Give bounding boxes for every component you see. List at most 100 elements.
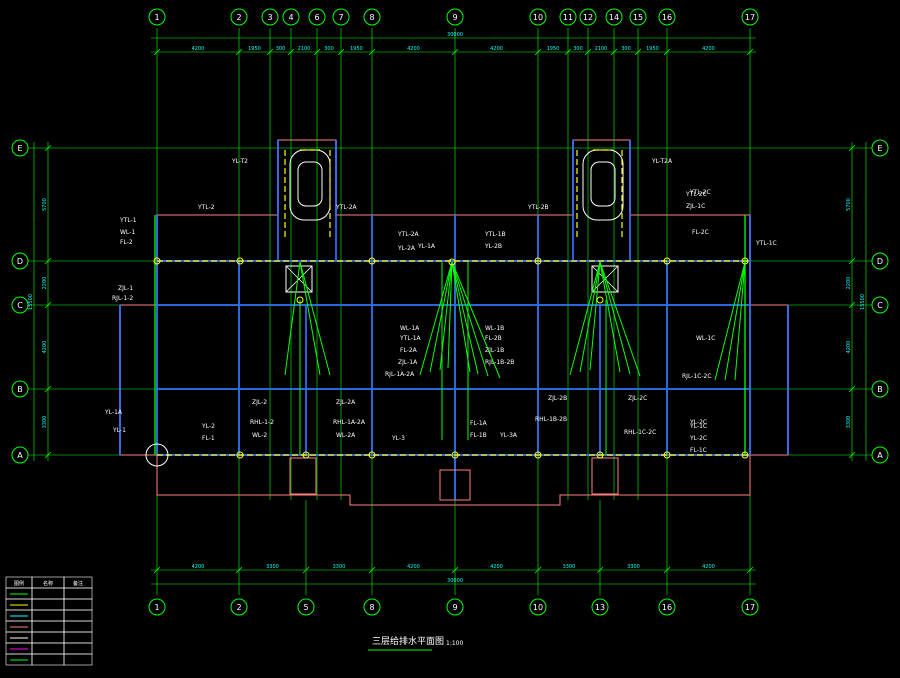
dim-bottom-tick (534, 566, 542, 574)
axis-label-top: 17 (745, 13, 755, 22)
axis-bubble-bottom (148, 598, 166, 616)
dim-side-text: 4200 (846, 341, 852, 354)
axis-label-side: D (17, 257, 23, 266)
dim-top-total: 30000 (447, 32, 463, 38)
dim-top-tick (564, 48, 572, 56)
stair-room (289, 149, 331, 221)
stair-inner (590, 161, 616, 207)
axis-label-top: 4 (288, 13, 293, 22)
label-lower-pipe: WL-2A (336, 432, 356, 439)
pipe-diagonal (299, 261, 331, 376)
axis-label-side: B (877, 385, 883, 394)
axis-label-top: 15 (633, 13, 643, 22)
axis-label-side: E (17, 144, 22, 153)
dim-top-tick (451, 48, 459, 56)
axis-label-side: A (877, 451, 883, 460)
dim-top-text: 2100 (595, 46, 608, 52)
pipe-node (741, 257, 749, 265)
dim-side-text: 3300 (846, 416, 852, 429)
dim-side-text: 4200 (42, 341, 48, 354)
pipe-diagonal (451, 261, 471, 373)
pipe-node (534, 451, 542, 459)
axis-bubble-bottom (297, 598, 315, 616)
label-lower-pipe: WL-2 (252, 432, 267, 439)
pipe-node (236, 257, 244, 265)
dim-bottom-tick (746, 566, 754, 574)
dim-bottom-text: 4200 (702, 564, 715, 570)
axis-label-side: D (877, 257, 883, 266)
dim-side-tick (44, 257, 52, 265)
pipe-node (663, 451, 671, 459)
dim-side-text: 2200 (42, 277, 48, 290)
pipe-node (302, 451, 310, 459)
dim-bottom-tick (153, 566, 161, 574)
dim-top-text: 1950 (547, 46, 560, 52)
pipe-diagonal (429, 261, 453, 373)
axis-label-top: 6 (314, 13, 319, 22)
pipe-node (368, 451, 376, 459)
axis-label-top: 11 (563, 13, 573, 22)
legend-table: 图例名称备注 (5, 576, 93, 666)
dim-side-tick (44, 385, 52, 393)
dim-top-tick (266, 48, 274, 56)
label-right-pipe: YTL-1C (755, 240, 777, 247)
pipe-diagonal (299, 261, 321, 376)
label-lower-pipe: ZJL-2C (628, 395, 647, 402)
dim-bottom-total: 30000 (447, 578, 463, 584)
label-center-pipe: RJL-1A-2A (385, 371, 415, 378)
axis-label-top: 8 (369, 13, 374, 22)
elevator-cross (285, 265, 313, 293)
dim-top-text: 1950 (646, 46, 659, 52)
label-left-pipe: YL-2 (201, 423, 215, 430)
dim-top-tick (534, 48, 542, 56)
axis-bubble-top (629, 8, 647, 26)
pipe-network (145, 149, 750, 467)
label-stair-pipe: YTL-2C (689, 189, 711, 196)
dim-side-text: 5700 (42, 198, 48, 211)
axis-label-bottom: 1 (154, 603, 159, 612)
pipe-diagonal (451, 261, 501, 379)
pipe-node (451, 451, 459, 459)
dim-bottom-text: 3300 (627, 564, 640, 570)
dim-bottom-text: 4200 (192, 564, 205, 570)
axis-bubble-top (446, 8, 464, 26)
pipe-node (663, 257, 671, 265)
dim-top-text: 300 (573, 46, 583, 52)
dim-top-text: 300 (324, 46, 334, 52)
label-stair-pipe: YTL-2A (335, 204, 358, 211)
floor-plan (119, 139, 789, 506)
stair-room (582, 149, 624, 221)
axis-bubble-top (605, 8, 623, 26)
dim-bottom-text: 3300 (563, 564, 576, 570)
axis-bubble-top (529, 8, 547, 26)
label-lower-pipe: ZJL-2B (548, 395, 567, 402)
axis-label-top: 10 (533, 13, 543, 22)
pipe-diagonal (734, 261, 746, 381)
pipe-diagonal (419, 261, 453, 376)
axis-bubble-side (11, 446, 29, 464)
label-right-pipe: ZJL-1C (686, 203, 705, 210)
axis-bubble-bottom (741, 598, 759, 616)
label-center-pipe: YTL-2A (397, 231, 420, 238)
dim-top-text: 4200 (702, 46, 715, 52)
dim-top-text: 1950 (248, 46, 261, 52)
dim-top-tick (584, 48, 592, 56)
label-stair-pipe: YTL-2B (527, 204, 549, 211)
pipe-diagonal (451, 261, 489, 377)
dim-top-tick (287, 48, 295, 56)
dim-top-tick (746, 48, 754, 56)
label-center-pipe: WL-1A (400, 325, 420, 332)
dim-side-tick (44, 451, 52, 459)
dim-bottom-text: 4200 (490, 564, 503, 570)
stair-inner (297, 161, 323, 207)
label-center-pipe: ZJL-1A (398, 359, 418, 366)
dim-side-text: 5700 (846, 198, 852, 211)
dim-top-tick (368, 48, 376, 56)
pipe-node (596, 296, 604, 304)
axis-bubble-bottom (658, 598, 676, 616)
label-lower-pipe: FL-1B (470, 432, 487, 439)
pipe-node (534, 257, 542, 265)
pipe-node (368, 257, 376, 265)
axis-label-side: E (877, 144, 882, 153)
